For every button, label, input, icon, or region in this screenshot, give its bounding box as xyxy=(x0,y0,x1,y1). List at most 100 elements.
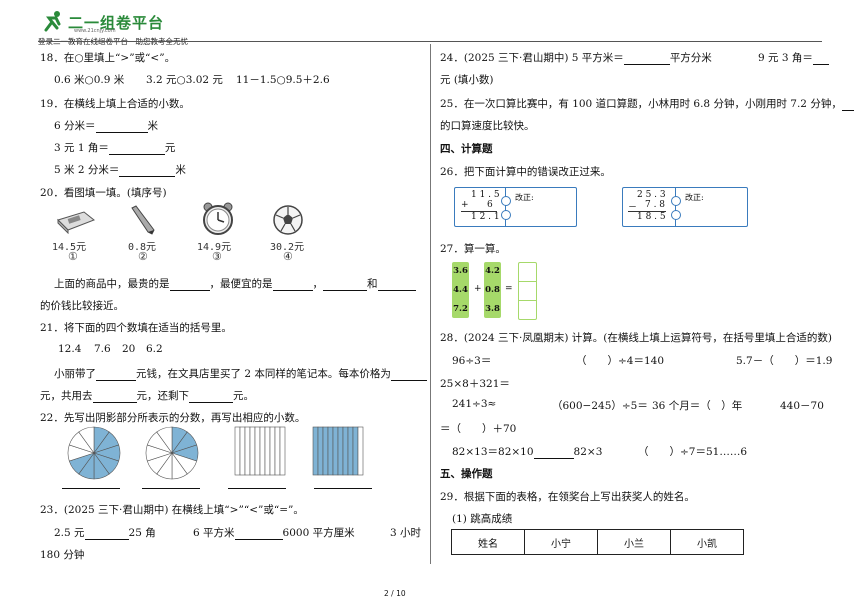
pencil-case-icon xyxy=(57,211,95,234)
fraction-strip xyxy=(327,426,334,476)
q23-row-3-cont: 180 分钟 xyxy=(40,549,85,561)
q20-blank-close-1[interactable] xyxy=(323,280,367,291)
q22-blank-1[interactable] xyxy=(62,478,120,489)
table-header-name: 姓名 xyxy=(451,529,525,555)
q23-title: 23．(2025 三下·君山期中) 在横线上填“>”“<”或“=”。 xyxy=(40,504,304,516)
q18-item-1: 0.6 米○0.9 米 xyxy=(54,74,125,86)
answer-column xyxy=(518,262,537,320)
q24-blank-2[interactable] xyxy=(812,54,829,65)
q28-expr-8: 440－70 xyxy=(780,400,824,412)
calc-1-second: 6 xyxy=(487,200,493,210)
fix-label-2: 改正: xyxy=(685,193,704,202)
q20-blank-close-2[interactable] xyxy=(377,280,416,291)
q22-blank-4[interactable] xyxy=(314,478,372,489)
q20-sentence-2: 的价钱比较接近。 xyxy=(40,300,124,312)
q21-sentence-2: 元，共用去元，还剩下元。 xyxy=(40,390,254,403)
fraction-sector xyxy=(78,426,95,454)
bar-fraction-1 xyxy=(234,426,286,476)
q28-operator-blank[interactable] xyxy=(533,448,574,459)
calc-1-top: 1 1 . 5 xyxy=(471,190,500,200)
q28-title: 28．(2024 三下·凤凰期末) 计算。(在横线上填上运算符号，在括号里填上合… xyxy=(440,332,832,344)
q25-line-2: 的口算速度比较快。 xyxy=(440,120,535,132)
q24-part-2: 9 元 3 角＝ xyxy=(758,50,829,65)
q28-expr-7: 36 个月＝（ ）年 xyxy=(652,400,743,412)
q21-title: 21．将下面的四个数填在适当的括号里。 xyxy=(40,322,232,334)
calc-2-op: － xyxy=(628,203,638,213)
addend-1-1: 3.6 xyxy=(453,266,468,276)
soccer-ball-icon xyxy=(273,205,303,235)
q24-line-2: 元 (填小数) xyxy=(440,74,494,86)
q22-blank-3[interactable] xyxy=(228,478,286,489)
q28-expr-4: 25×8＋321＝ xyxy=(440,378,510,390)
q19-blank-1[interactable] xyxy=(95,122,148,133)
q21-sentence-1: 小丽带了元钱，在文具店里买了 2 本同样的笔记本。每本价格为 xyxy=(54,366,427,381)
q20-blank-most[interactable] xyxy=(169,280,210,291)
table-header-xiaolan: 小兰 xyxy=(597,529,671,555)
product-num-3: ③ xyxy=(212,250,222,263)
page-header: 二一组卷平台 www.21cnjy.com 登录二一教育在线组卷平台 助您教考全… xyxy=(38,8,828,46)
table-header-xiaokai: 小凯 xyxy=(670,529,744,555)
q21-num-2: 7.6 xyxy=(94,343,111,355)
section-5-title: 五、操作题 xyxy=(440,468,493,480)
calc-2-second: 7 . 8 xyxy=(645,200,666,210)
q28-expr-10: （ ）÷7＝51……6 xyxy=(638,446,748,458)
bar-fraction-2 xyxy=(312,426,364,476)
q24-blank-1[interactable] xyxy=(623,54,670,65)
q25-blank[interactable] xyxy=(841,100,854,111)
calc-1-result: 1 2 . 1 xyxy=(471,212,500,222)
fraction-strip xyxy=(352,426,359,476)
q21-blank-2[interactable] xyxy=(390,370,427,381)
table-header-xiaoning: 小宁 xyxy=(524,529,598,555)
q28-expr-2: （ ）÷4＝140 xyxy=(576,355,665,367)
product-num-4: ④ xyxy=(283,250,293,263)
price-3: 14.9元 xyxy=(197,242,232,253)
addend-1-3: 7.2 xyxy=(453,304,468,314)
q22-title: 22．先写出阴影部分所表示的分数，再写出相应的小数。 xyxy=(40,412,306,424)
section-4-title: 四、计算题 xyxy=(440,143,493,155)
fraction-strip xyxy=(347,426,354,476)
column-divider xyxy=(430,44,431,564)
q28-expr-1: 96÷3＝ xyxy=(452,355,492,367)
price-1: 14.5元 xyxy=(52,242,87,253)
q19-blank-3[interactable] xyxy=(119,166,176,177)
addend-2-1: 4.2 xyxy=(485,266,500,276)
runner-logo-icon xyxy=(44,11,61,32)
q21-blank-4[interactable] xyxy=(189,392,233,403)
alarm-clock-icon xyxy=(203,202,233,235)
q21-num-4: 6.2 xyxy=(146,343,163,355)
fraction-strip xyxy=(317,426,324,476)
q21-blank-3[interactable] xyxy=(92,392,137,403)
fraction-strip xyxy=(254,426,261,476)
q23-blank-1[interactable] xyxy=(84,529,129,540)
q18-item-3: 11－1.5○9.5＋2.6 xyxy=(236,74,330,86)
fraction-strip xyxy=(274,426,281,476)
circle-fraction-2 xyxy=(145,426,199,480)
q23-blank-2[interactable] xyxy=(234,529,283,540)
fraction-strip xyxy=(322,426,329,476)
calc-box-2: 2 5 . 3 － 7 . 8 1 8 . 5 改正: xyxy=(622,187,748,227)
q19-line-2: 3 元 1 角＝元 xyxy=(54,142,176,155)
q20-blank-least[interactable] xyxy=(272,280,313,291)
q21-blank-1[interactable] xyxy=(96,370,136,381)
high-jump-table: 姓名 小宁 小兰 小凯 xyxy=(451,529,744,555)
circle-fraction-1 xyxy=(67,426,121,480)
fraction-strip xyxy=(269,426,276,476)
fraction-strip xyxy=(234,426,241,476)
price-2: 0.8元 xyxy=(128,242,157,253)
q20-sentence-1: 上面的商品中，最贵的是，最便宜的是，和 xyxy=(54,276,416,291)
addend-2-2: 0.8 xyxy=(485,285,500,295)
q22-blank-2[interactable] xyxy=(142,478,200,489)
fraction-strip xyxy=(357,426,364,476)
table-row: 姓名 小宁 小兰 小凯 xyxy=(451,529,744,555)
q27-title: 27．算一算。 xyxy=(440,243,506,255)
q21-num-3: 20 xyxy=(122,343,136,355)
header-divider xyxy=(38,41,822,42)
q18-title: 18．在○里填上“>”或“<”。 xyxy=(40,52,176,64)
q29-title: 29．根据下面的表格，在领奖台上写出获奖人的姓名。 xyxy=(440,491,695,503)
q19-blank-2[interactable] xyxy=(108,144,165,155)
q19-title: 19．在横线上填上合适的小数。 xyxy=(40,98,190,110)
fraction-strip xyxy=(264,426,271,476)
fraction-strip xyxy=(279,426,286,476)
logo-url: www.21cnjy.com xyxy=(74,28,116,34)
